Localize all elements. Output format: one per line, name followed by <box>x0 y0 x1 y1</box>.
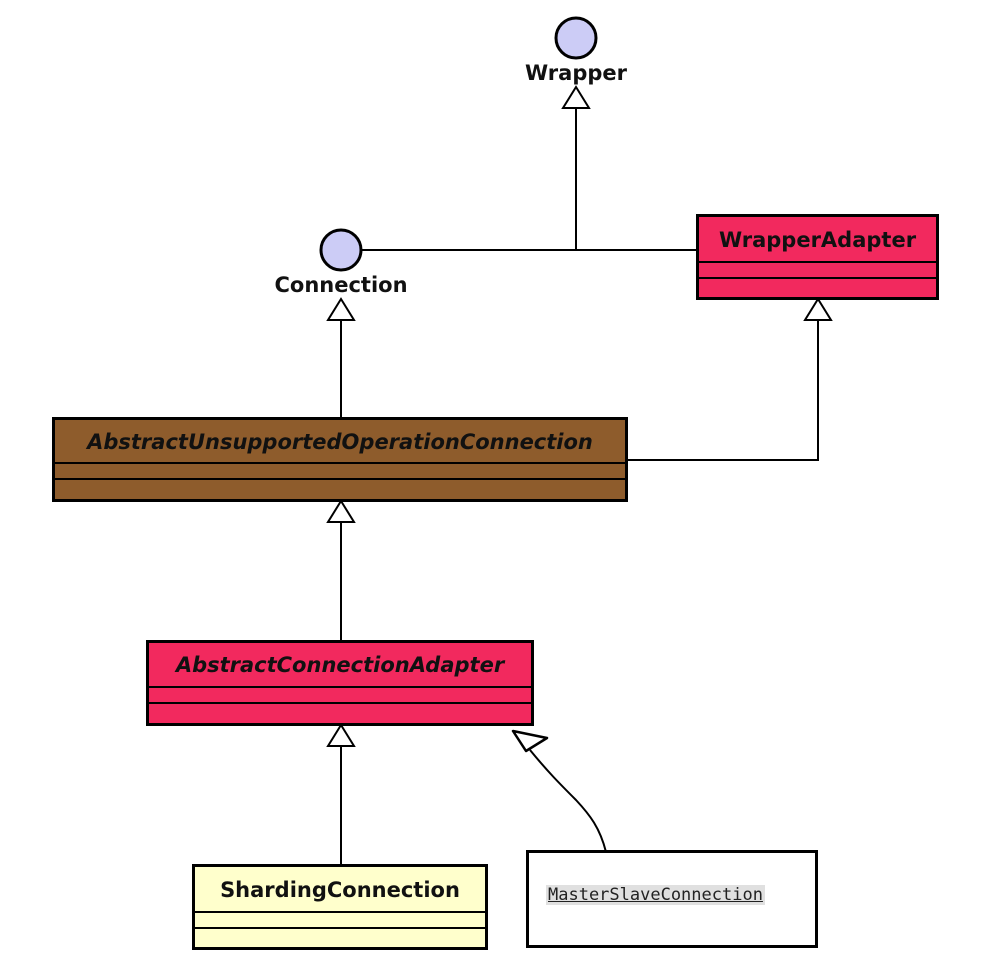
wrapperadapter-class-name: WrapperAdapter <box>699 217 936 263</box>
sharding-connection-class-box: ShardingConnection <box>192 864 488 950</box>
master-slave-connection-class-name: MasterSlaveConnection <box>546 885 765 905</box>
aca-arrowhead-icon <box>326 723 356 747</box>
master-slave-connection-class-box: MasterSlaveConnection <box>526 850 818 948</box>
sharding-connection-attributes-section <box>195 913 485 929</box>
abstract-unsupported-operation-connection-class-box: AbstractUnsupportedOperationConnection <box>52 417 628 502</box>
abstract-connection-adapter-class-name: AbstractConnectionAdapter <box>149 643 531 688</box>
wrapperadapter-class-box: WrapperAdapter <box>696 214 939 300</box>
wrapperadapter-attributes-section <box>699 263 936 279</box>
wrapper-interface-label: Wrapper <box>525 61 627 85</box>
abstract-unsupported-operation-connection-class-name: AbstractUnsupportedOperationConnection <box>55 420 625 464</box>
aouc-to-wrapperadapter-edge <box>627 320 819 461</box>
masterslave-to-aca-edge <box>529 749 607 853</box>
wrapperadapter-arrowhead-icon <box>803 297 833 321</box>
masterslave-arrowhead-icon <box>511 729 549 753</box>
wrapper-arrowhead-icon <box>561 85 591 109</box>
aouc-arrowhead-icon <box>326 499 356 523</box>
connection-arrowhead-icon <box>326 297 356 321</box>
abstract-unsupported-operation-connection-attributes-section <box>55 464 625 480</box>
wrapper-interface-icon <box>554 16 598 60</box>
abstract-connection-adapter-attributes-section <box>149 688 531 704</box>
abstract-connection-adapter-class-box: AbstractConnectionAdapter <box>146 640 534 726</box>
sharding-connection-class-name: ShardingConnection <box>195 867 485 913</box>
connection-interface-icon <box>319 228 363 272</box>
wrapper-realization-edge <box>361 108 698 251</box>
connection-interface-label: Connection <box>274 273 408 297</box>
